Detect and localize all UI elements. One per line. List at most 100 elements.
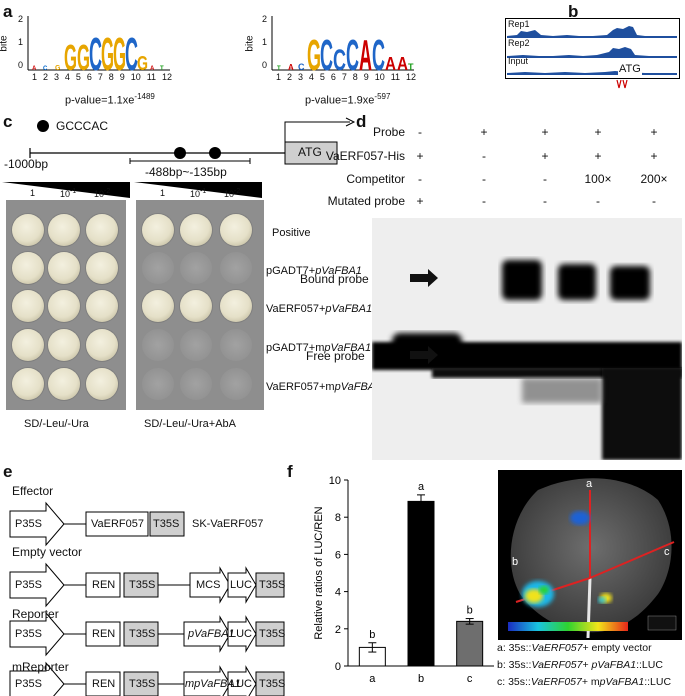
bar xyxy=(407,500,435,667)
yeast-spot-right xyxy=(180,214,212,246)
yeast-spot-right xyxy=(180,329,212,361)
emsa-cell: - xyxy=(418,172,422,186)
yeast-spot-right xyxy=(180,252,212,284)
leaf-label-b: b xyxy=(512,556,519,568)
yeast-spot-right xyxy=(142,368,174,400)
emsa-cell: + xyxy=(541,149,549,163)
yeast-spot-left xyxy=(48,368,80,400)
construct-t35s: T35S xyxy=(129,678,156,690)
logo1-xtick: 10 xyxy=(130,72,141,82)
svg-text:G: G xyxy=(137,53,148,75)
svg-text:T: T xyxy=(160,66,164,72)
yeast-spot-left xyxy=(86,368,118,400)
logo2-xtick: 12 xyxy=(405,72,416,82)
yeast-spot-left xyxy=(48,290,80,322)
significance-letter: a xyxy=(418,481,425,493)
yeast-spot-left xyxy=(86,214,118,246)
panel-label-e: e xyxy=(3,462,13,481)
panel-label-d: d xyxy=(356,112,367,131)
svg-text:A: A xyxy=(32,66,37,72)
logo1-xtick: 6 xyxy=(86,72,92,82)
logo1-xtick: 4 xyxy=(64,72,70,82)
range-bp-label: -488bp~-135bp xyxy=(145,165,227,179)
emsa-cell: + xyxy=(594,125,602,139)
construct-luc: LUC xyxy=(230,678,253,690)
yeast-spot-left xyxy=(48,329,80,361)
logo1-ytick-0: 0 xyxy=(18,60,24,70)
svg-text:C: C xyxy=(346,31,359,80)
emsa-cell: + xyxy=(541,125,549,139)
logo1-pvalue: p-value=1.1xe-1489 xyxy=(65,92,155,107)
construct-t35s: T35S xyxy=(129,628,156,640)
logo1-ytick-2: 2 xyxy=(18,14,24,24)
yeast-spot-left xyxy=(86,290,118,322)
bar xyxy=(456,620,484,667)
yeast-spot-left xyxy=(48,252,80,284)
media-left-label: SD/-Leu/-Ura xyxy=(24,418,89,430)
y-tick-label: 10 xyxy=(329,475,341,487)
emsa-cell: + xyxy=(594,149,602,163)
significance-letter: b xyxy=(369,629,375,641)
logo1-xtick: 2 xyxy=(42,72,48,82)
svg-text:C: C xyxy=(43,66,48,72)
svg-text:A: A xyxy=(397,54,408,74)
logo1-xtick: 11 xyxy=(146,72,157,82)
emsa-row-label: Probe xyxy=(372,125,405,139)
yeast-spot-left xyxy=(12,214,44,246)
yeast-spot-left xyxy=(12,329,44,361)
emsa-row-label: VaERF057-His xyxy=(325,149,405,163)
yeast-spot-right xyxy=(220,368,252,400)
construct-ren: REN xyxy=(92,628,116,640)
y-tick-label: 2 xyxy=(335,624,341,636)
svg-text:C: C xyxy=(125,28,138,80)
construct-ren: REN xyxy=(92,678,116,690)
logo1-xtick: 1 xyxy=(32,72,38,82)
logo2-xtick: 6 xyxy=(330,72,336,82)
logo2-xtick: 11 xyxy=(390,72,401,82)
reporter-title: Reporter xyxy=(12,607,59,621)
y1h-row-positive: Positive xyxy=(272,227,311,239)
construct-t35s: T35S xyxy=(129,579,156,591)
construct-p35s: P35S xyxy=(15,579,42,591)
leaf-label-c: c xyxy=(664,546,670,558)
yeast-spot-right xyxy=(220,252,252,284)
y1h-row-pgadt7: pGADT7+pVaFBA1 xyxy=(266,265,362,277)
emsa-cell: 100× xyxy=(584,172,612,186)
bound-probe-label: Bound probe xyxy=(300,272,369,286)
dilution-1-right: 1 xyxy=(160,188,166,198)
logo1-xtick: 8 xyxy=(108,72,114,82)
panel-label-f: f xyxy=(287,462,293,481)
dilution-wedges xyxy=(2,182,262,198)
emsa-cell: 200× xyxy=(640,172,668,186)
left-bp-label: -1000bp xyxy=(4,157,49,171)
construct-ren: REN xyxy=(92,579,116,591)
x-tick-label: c xyxy=(467,673,473,685)
dilution-10-1-left: 10-1 xyxy=(60,188,77,199)
leaf-label-a: a xyxy=(586,478,593,490)
logo1-xtick: 9 xyxy=(119,72,125,82)
track-label-input: Input xyxy=(508,56,529,66)
svg-text:T: T xyxy=(408,62,414,72)
yeast-spot-left xyxy=(12,290,44,322)
x-tick-label: b xyxy=(418,673,424,685)
logo2-ytick-1: 1 xyxy=(262,37,268,47)
logo1-xtick: 5 xyxy=(75,72,81,82)
svg-text:A: A xyxy=(150,66,155,72)
logo2-xtick: 1 xyxy=(276,72,282,82)
yeast-spot-right xyxy=(142,290,174,322)
logo2-xtick: 10 xyxy=(374,72,385,82)
logo2-xtick: 2 xyxy=(286,72,292,82)
logo2-ylabel: bite xyxy=(244,35,256,52)
yeast-spot-left xyxy=(12,252,44,284)
emsa-cell: - xyxy=(482,149,486,163)
logo1-ylabel: bite xyxy=(0,35,10,52)
panel-label-a: a xyxy=(3,2,13,21)
emsa-cell: - xyxy=(543,172,547,186)
svg-text:T: T xyxy=(277,66,281,72)
emsa-cell: - xyxy=(418,125,422,139)
sequence-logo-1: A C G T G G C G G C G A T xyxy=(27,16,170,80)
svg-text:G: G xyxy=(55,65,61,72)
atg-box-label: ATG xyxy=(298,145,322,159)
